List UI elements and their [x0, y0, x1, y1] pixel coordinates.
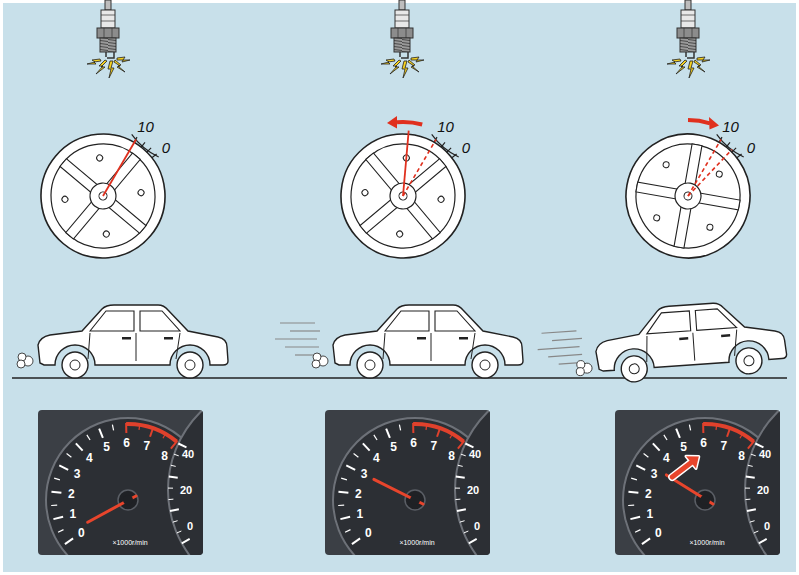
rpm-number: 6	[700, 437, 707, 449]
ground-line	[12, 377, 787, 379]
rpm-number: 3	[74, 468, 81, 480]
rpm-number: 7	[143, 440, 150, 452]
rpm-number: 5	[103, 441, 110, 453]
rpm-number: 0	[655, 527, 662, 539]
speed-number: 40	[182, 449, 194, 460]
speed-number: 20	[467, 485, 479, 496]
rpm-number: 1	[646, 508, 653, 520]
unit-label: ×1000r/min	[689, 539, 724, 546]
rpm-number: 6	[123, 437, 130, 449]
car	[535, 298, 787, 388]
timing-mark: 0	[162, 139, 170, 154]
speed-number: 20	[757, 485, 769, 496]
speed-number: 40	[759, 449, 771, 460]
flywheel	[616, 117, 760, 268]
rpm-number: 3	[361, 468, 368, 480]
rpm-number: 2	[68, 488, 75, 500]
timing-mark: 10	[137, 118, 154, 133]
rpm-number: 1	[356, 508, 363, 520]
rpm-number: 4	[86, 452, 93, 464]
speed-number: 0	[764, 521, 770, 532]
spark-plug	[87, 0, 130, 78]
flywheel	[316, 109, 491, 284]
spark-plug	[381, 0, 424, 78]
rpm-number: 4	[373, 452, 380, 464]
rpm-number: 5	[680, 441, 687, 453]
tachometer	[615, 380, 799, 575]
rpm-number: 7	[430, 440, 437, 452]
increase-arrow	[672, 456, 699, 477]
rpm-number: 0	[365, 527, 372, 539]
speed-number: 0	[474, 521, 480, 532]
rpm-number: 8	[448, 450, 455, 462]
rpm-number: 8	[738, 450, 745, 462]
car	[17, 305, 228, 378]
rpm-number: 4	[663, 452, 670, 464]
flywheel	[16, 109, 191, 284]
timing-mark: 10	[722, 118, 739, 133]
unit-label: ×1000r/min	[112, 539, 147, 546]
rpm-number: 3	[651, 468, 658, 480]
speed-number: 0	[187, 521, 193, 532]
rpm-number: 0	[78, 527, 85, 539]
unit-label: ×1000r/min	[399, 539, 434, 546]
speed-number: 40	[469, 449, 481, 460]
rpm-number: 2	[645, 488, 652, 500]
rpm-number: 1	[69, 508, 76, 520]
speed-number: 20	[180, 485, 192, 496]
rpm-number: 7	[720, 440, 727, 452]
rpm-number: 6	[410, 437, 417, 449]
rpm-number: 8	[161, 450, 168, 462]
car	[275, 305, 523, 378]
rpm-number: 5	[390, 441, 397, 453]
spark-plug	[667, 0, 710, 78]
timing-mark: 0	[747, 139, 755, 154]
timing-mark: 0	[462, 139, 470, 154]
rpm-number: 2	[355, 488, 362, 500]
timing-mark: 10	[437, 118, 454, 133]
